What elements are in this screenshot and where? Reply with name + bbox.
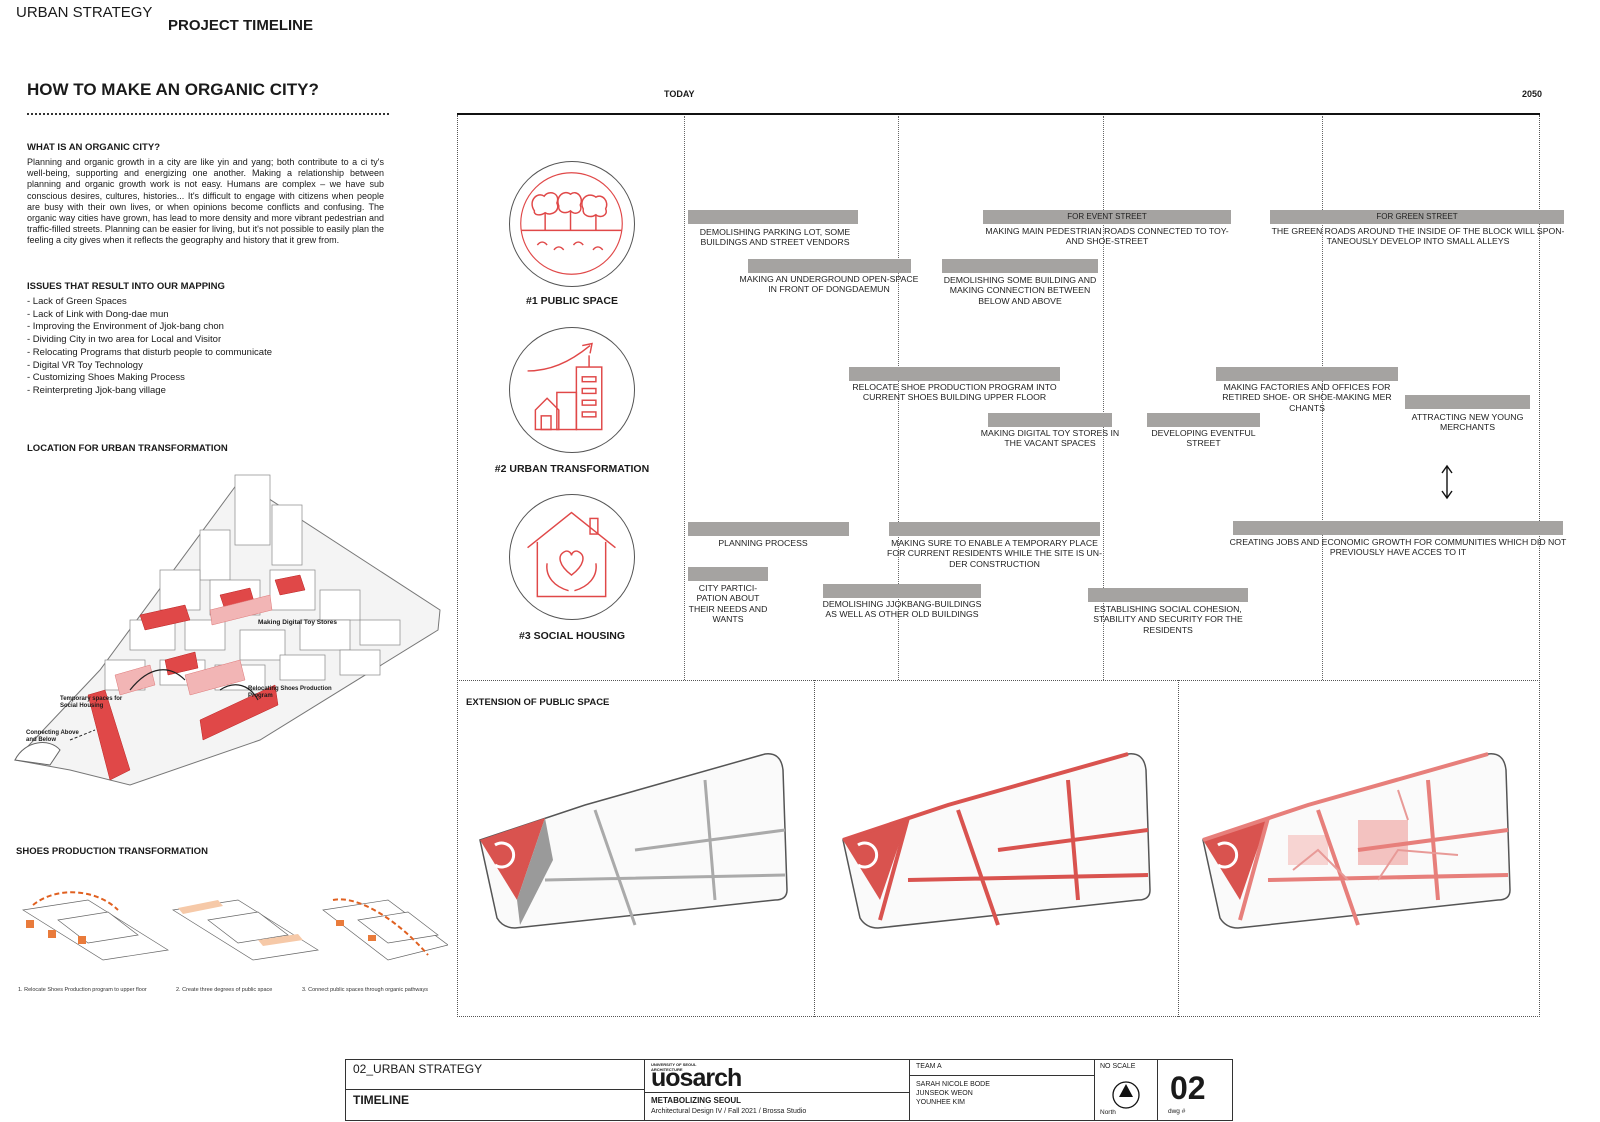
timeline-bar: [823, 584, 981, 598]
timeline-gridline: [1103, 116, 1104, 680]
timeline-bar: [1405, 395, 1530, 409]
shoes-caption-2: 2. Create three degrees of public space: [176, 987, 273, 993]
what-body: Planning and organic growth in a city ar…: [27, 157, 384, 246]
timeline-bar: [688, 522, 849, 536]
tb-scale: NO SCALE: [1100, 1063, 1136, 1070]
main-title: HOW TO MAKE AN ORGANIC CITY?: [27, 80, 319, 99]
timeline-section-divider: [457, 680, 1540, 681]
item-green-roads: THE GREEN ROADS AROUND THE INSIDE OF THE…: [1271, 226, 1565, 247]
item-creating-jobs: CREATING JOBS AND ECONOMIC GROWTH FOR CO…: [1229, 537, 1567, 558]
issue-item: - Relocating Programs that disturb peopl…: [27, 346, 273, 358]
shoes-caption-3: 3. Connect public spaces through organic…: [302, 987, 428, 993]
item-demolishing-jjokbang: DEMOLISHING JJOKBANG-BUILDINGS AS WELL A…: [822, 599, 982, 620]
site-plan-stage-3: [1202, 752, 1511, 929]
issue-item: - Customizing Shoes Making Process: [27, 372, 185, 384]
issue-item: - Lack of Green Spaces: [27, 296, 127, 307]
timeline-bar-green: FOR GREEN STREET: [1270, 210, 1564, 224]
timeline-bar-event: FOR EVENT STREET: [983, 210, 1231, 224]
map-label-relocating: Relocating Shoes Production Program: [248, 686, 332, 699]
timeline-bar: [1216, 367, 1398, 381]
tb-logo-small: UNIVERSITY OF SEOUL ARCHITECTURE: [651, 1062, 697, 1072]
panel-divider: [814, 680, 815, 1017]
dotted-divider: [27, 113, 389, 115]
item-city-participation: CITY PARTICI- PATION ABOUT THEIR NEEDS A…: [688, 583, 768, 624]
item-eventful-street: DEVELOPING EVENTFUL STREET: [1151, 428, 1256, 449]
header-section-label: URBAN STRATEGY: [16, 4, 153, 21]
issue-item: - Digital VR Toy Technology: [27, 359, 143, 371]
uosarch-logo: uosarch: [651, 1064, 742, 1092]
item-pedestrian-roads: MAKING MAIN PEDESTRIAN ROADS CONNECTED T…: [985, 226, 1229, 247]
tb-team: TEAM A: [916, 1063, 942, 1070]
category-social-housing: #3 SOCIAL HOUSING: [519, 630, 625, 642]
item-temporary-place: MAKING SURE TO ENABLE A TEMPORARY PLACE …: [887, 538, 1102, 569]
timeline-bar: [748, 259, 911, 273]
timeline-bar: [1147, 413, 1260, 427]
item-underground-open-space: MAKING AN UNDERGROUND OPEN-SPACE IN FRON…: [739, 274, 919, 295]
site-plan-stage-2: [842, 752, 1151, 929]
issue-item: - Reinterpreting Jjok-bang village: [27, 384, 166, 396]
item-planning-process: PLANNING PROCESS: [718, 538, 808, 548]
timeline-bar: [942, 259, 1098, 273]
site-plan-stage-1: [479, 753, 788, 929]
social-housing-icon: [509, 494, 635, 620]
issues-title: ISSUES THAT RESULT INTO OUR MAPPING: [27, 281, 225, 292]
map-label-toy-stores: Making Digital Toy Stores: [258, 619, 337, 626]
extension-title: EXTENSION OF PUBLIC SPACE: [466, 697, 610, 708]
timeline-bar: [688, 567, 768, 581]
timeline-bar: [1233, 521, 1563, 535]
timeline-bar: [988, 413, 1112, 427]
timeline-bar: [849, 367, 1060, 381]
title-block: 02_URBAN STRATEGY TIMELINE UNIVERSITY OF…: [345, 1059, 1233, 1121]
what-title: WHAT IS AN ORGANIC CITY?: [27, 142, 160, 153]
map-label-temporary: Temporary spaces for Social Housing: [60, 696, 123, 709]
tb-dwg-number: 02: [1170, 1070, 1206, 1106]
timeline-frame: [457, 115, 1540, 1017]
item-factories-offices: MAKING FACTORIES AND OFFICES FOR RETIRED…: [1222, 382, 1392, 413]
timeline-bar: [889, 522, 1100, 536]
timeline-end-label: 2050: [1522, 89, 1543, 99]
tb-project: METABOLIZING SEOUL: [651, 1096, 742, 1105]
item-new-merchants: ATTRACTING NEW YOUNG MERCHANTS: [1411, 412, 1524, 433]
timeline-bar: [688, 210, 858, 224]
item-digital-toy-stores: MAKING DIGITAL TOY STORES IN THE VACANT …: [980, 428, 1120, 449]
category-urban-transformation: #2 URBAN TRANSFORMATION: [494, 463, 650, 475]
public-space-icon: [509, 161, 635, 287]
category-public-space: #1 PUBLIC SPACE: [526, 295, 618, 307]
urban-transformation-icon: [509, 327, 635, 453]
shoes-production-diagrams: [22, 891, 448, 961]
issue-item: - Lack of Link with Dong-dae mun: [27, 308, 169, 320]
item-social-cohesion: ESTABLISHING SOCIAL COHESION, STABILITY …: [1093, 604, 1243, 635]
panel-divider: [1178, 680, 1179, 1017]
issue-item: - Improving the Environment of Jjok-bang…: [27, 321, 224, 333]
issues-list: - Lack of Green Spaces- Lack of Link wit…: [27, 296, 272, 398]
site-axonometric-map: [14, 474, 441, 786]
double-arrow-icon: [1441, 464, 1453, 500]
shoes-title: SHOES PRODUCTION TRANSFORMATION: [16, 846, 208, 857]
header-title: PROJECT TIMELINE: [168, 17, 314, 34]
shoes-caption-1: 1. Relocate Shoes Production program to …: [18, 987, 147, 993]
tb-dwg-label: dwg #: [1168, 1108, 1186, 1115]
item-demolishing-parking: DEMOLISHING PARKING LOT, SOME BUILDINGS …: [699, 227, 851, 248]
timeline-gridline: [898, 116, 899, 680]
tb-members: SARAH NICOLE BODE JUNSEOK WEON YOUNHEE K…: [916, 1081, 990, 1106]
tb-subtitle: TIMELINE: [353, 1093, 409, 1107]
north-arrow-icon: [1112, 1081, 1140, 1109]
tb-north: North: [1100, 1109, 1116, 1116]
timeline-gridline: [1322, 116, 1323, 680]
timeline-bar: [1088, 588, 1248, 602]
timeline-axis: [457, 113, 1540, 115]
location-title: LOCATION FOR URBAN TRANSFORMATION: [27, 443, 228, 454]
map-label-connecting: Connecting Above and Below: [26, 730, 79, 743]
tb-course: Architectural Design IV / Fall 2021 / Br…: [651, 1108, 807, 1115]
timeline-gridline: [684, 116, 685, 680]
issue-item: - Dividing City in two area for Local an…: [27, 334, 222, 346]
item-relocate-shoe: RELOCATE SHOE PRODUCTION PROGRAM INTO CU…: [852, 382, 1057, 403]
tb-sheet: 02_URBAN STRATEGY: [353, 1062, 483, 1076]
item-demolishing-building: DEMOLISHING SOME BUILDING AND MAKING CON…: [943, 275, 1097, 306]
timeline-start-label: TODAY: [664, 89, 695, 99]
